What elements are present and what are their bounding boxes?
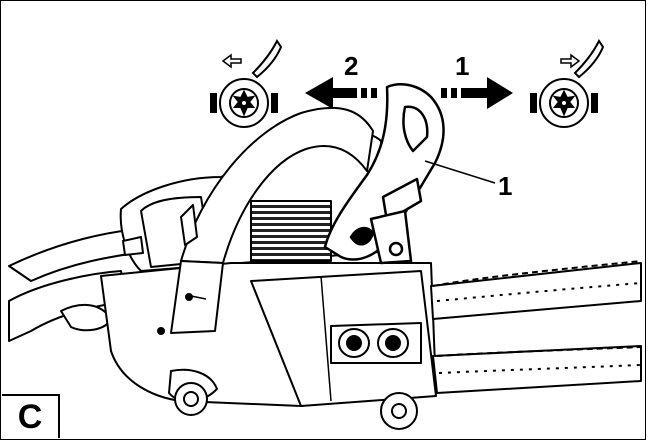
brake-on-icon	[530, 39, 605, 128]
arrow-left-head	[305, 77, 333, 109]
panel-letter: C	[2, 394, 60, 438]
arrow-left-shaft	[329, 88, 357, 98]
cylinder-fins	[250, 200, 332, 262]
arrow-left-dash-1	[371, 88, 377, 98]
guide-bar-bottom	[432, 345, 642, 394]
saw-body	[8, 106, 642, 430]
arrow-right-dash-1	[441, 88, 447, 98]
arrow-left-label: 2	[344, 51, 358, 81]
arrow-right-dash-2	[451, 88, 457, 98]
brake-housing	[369, 209, 413, 265]
arrow-left-dash-2	[361, 88, 367, 98]
brake-off-icon	[210, 39, 283, 128]
direction-arrows	[305, 77, 513, 109]
hand-guard-window	[402, 105, 429, 153]
arrow-right-shaft	[461, 88, 491, 98]
throttle-lever	[180, 204, 198, 246]
choke-knob	[122, 236, 144, 256]
chain-brake-guard	[323, 83, 445, 265]
rear-handle-cutout	[60, 303, 112, 332]
callout-leader	[424, 160, 496, 184]
callout-label: 1	[498, 171, 512, 201]
front-handlebar	[180, 106, 374, 264]
arrow-right-head	[487, 77, 513, 109]
arrow-right-label: 1	[455, 51, 469, 81]
